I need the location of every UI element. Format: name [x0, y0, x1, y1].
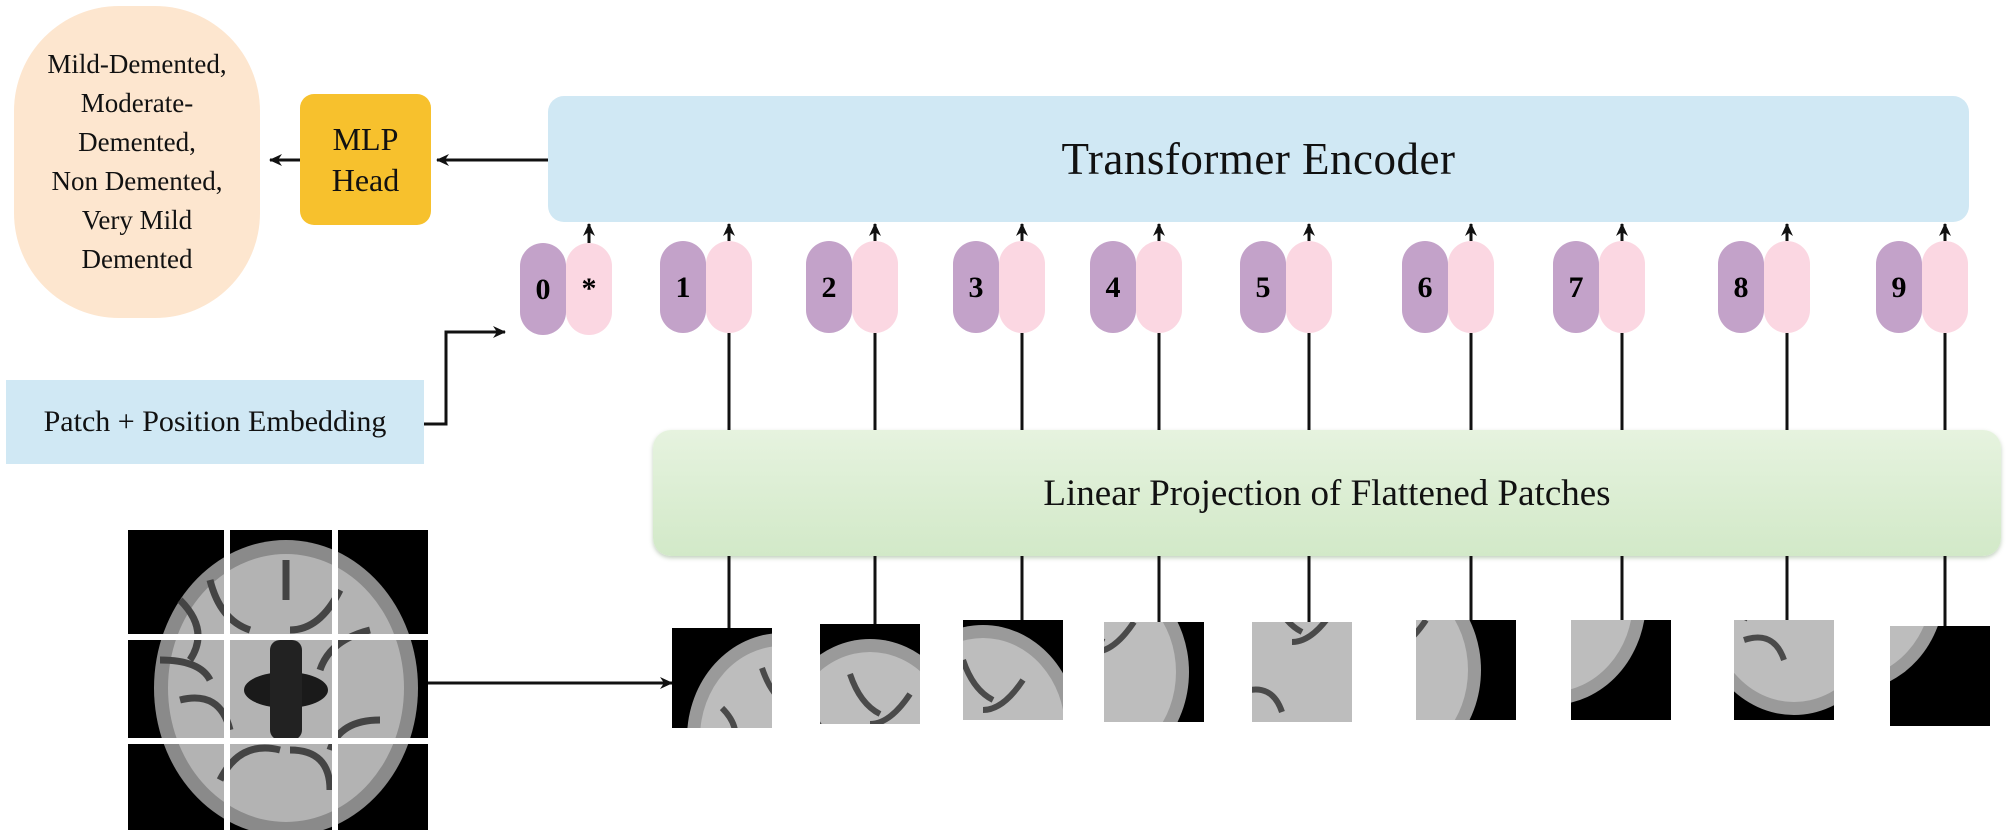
brain-image-grid — [128, 530, 428, 830]
token-index-label: 4 — [1106, 271, 1121, 304]
position-embedding-token — [1240, 241, 1286, 333]
brain-patch-thumbnail — [820, 624, 920, 724]
patch-embedding-token — [566, 243, 612, 335]
token-index-label: 7 — [1569, 271, 1584, 304]
token-index-label: 1 — [676, 271, 691, 304]
token-pair: 3 — [953, 241, 1045, 333]
mlp-head-box: MLP Head — [300, 94, 431, 225]
patch-embedding-token — [1599, 241, 1645, 333]
class-line: Mild-Demented, — [47, 49, 227, 79]
patch-embedding-token — [1136, 241, 1182, 333]
mlp-head-label: MLP Head — [331, 120, 400, 198]
token-pair: 8 — [1718, 241, 1810, 333]
position-embedding-token — [1402, 241, 1448, 333]
transformer-encoder-box: Transformer Encoder — [548, 96, 1969, 222]
position-embedding-token — [520, 243, 566, 335]
class-line: Non Demented, — [51, 166, 223, 196]
token-pair: 4 — [1090, 241, 1182, 333]
class-line: Demented — [81, 244, 193, 274]
token-pair: 1 — [660, 241, 752, 333]
patch-embedding-token — [999, 241, 1045, 333]
token-index-label: 9 — [1892, 271, 1907, 304]
token-index-label: 0 — [536, 273, 551, 306]
token-index-label: 3 — [969, 271, 984, 304]
class-line: Moderate- — [80, 88, 194, 118]
patch-embedding-token — [1286, 241, 1332, 333]
token-pair: 9 — [1876, 241, 1968, 333]
patch-embedding-token — [852, 241, 898, 333]
token-index-label: 8 — [1734, 271, 1749, 304]
token-index-label: 6 — [1418, 271, 1433, 304]
class-line: Very Mild — [81, 205, 193, 235]
patch-embedding-token — [1448, 241, 1494, 333]
position-embedding-token — [806, 241, 852, 333]
class-token-marker: * — [582, 272, 597, 305]
output-classes-label: Mild-Demented, Moderate- Demented, Non D… — [47, 45, 226, 279]
linear-projection-box: Linear Projection of Flattened Patches — [653, 430, 2001, 556]
token-pair: 5 — [1240, 241, 1332, 333]
brain-patch-thumbnail — [672, 628, 772, 728]
brain-patch-thumbnail — [963, 620, 1063, 720]
linear-projection-label: Linear Projection of Flattened Patches — [1043, 472, 1611, 514]
brain-patch-thumbnail — [1734, 620, 1834, 720]
patch-embedding-token — [1764, 241, 1810, 333]
brain-patch-thumbnail — [1890, 626, 1990, 726]
embedding-arrow — [424, 326, 506, 426]
token-index-label: 2 — [822, 271, 837, 304]
patch-embedding-token — [1922, 241, 1968, 333]
token-pair: 6 — [1402, 241, 1494, 333]
position-embedding-token — [1718, 241, 1764, 333]
token-pair: 2 — [806, 241, 898, 333]
position-embedding-token — [953, 241, 999, 333]
brain-patch-thumbnail — [1571, 620, 1671, 720]
class-line: Demented, — [78, 127, 196, 157]
brain-patch-thumbnail — [1104, 622, 1204, 722]
position-embedding-token — [1090, 241, 1136, 333]
embedding-label-box: Patch + Position Embedding — [6, 380, 424, 464]
token-index-label: 5 — [1256, 271, 1271, 304]
brain-patch-thumbnail — [1252, 622, 1352, 722]
token-pair: 0* — [520, 243, 612, 335]
output-classes-box: Mild-Demented, Moderate- Demented, Non D… — [14, 6, 260, 318]
position-embedding-token — [1553, 241, 1599, 333]
token-pair: 7 — [1553, 241, 1645, 333]
brain-patch-thumbnail — [1416, 620, 1516, 720]
patch-embedding-token — [706, 241, 752, 333]
transformer-encoder-label: Transformer Encoder — [1061, 134, 1456, 184]
position-embedding-token — [1876, 241, 1922, 333]
embedding-label: Patch + Position Embedding — [43, 405, 387, 438]
position-embedding-token — [660, 241, 706, 333]
